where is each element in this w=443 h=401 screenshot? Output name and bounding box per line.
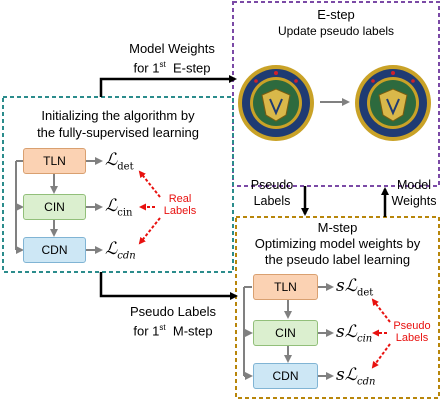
real-labels-annotation: Real Labels xyxy=(163,193,197,217)
pseudo-loss-det: sℒdet xyxy=(336,276,374,299)
pseudo-labels-mstep-label: Pseudo Labels for 1st M-step xyxy=(129,304,216,339)
init-title: Initializing the algorithm by the fully-… xyxy=(37,108,199,140)
mstep-tln-node: TLN xyxy=(253,274,318,300)
init-frame xyxy=(2,96,234,273)
estep-title: E-step xyxy=(317,7,355,22)
down-arrow-label: Pseudo Labels xyxy=(250,178,294,208)
seal-icon xyxy=(238,65,314,141)
seal-icon xyxy=(355,65,431,141)
arrow-to-mstep xyxy=(99,272,238,300)
mstep-frame xyxy=(235,216,440,399)
mstep-cdn-node: CDN xyxy=(253,363,318,389)
pseudo-labels-annotation: Pseudo Labels xyxy=(393,320,431,344)
estep-subtitle: Update pseudo labels xyxy=(277,24,395,38)
up-arrow-label: Model Weights xyxy=(391,178,437,208)
mstep-cin-node: CIN xyxy=(253,320,318,346)
loss-cdn: ℒcdn xyxy=(105,239,136,262)
model-weights-label: Model Weights for 1st E-step xyxy=(129,41,215,76)
loss-det: ℒdet xyxy=(105,150,134,173)
init-cdn-node: CDN xyxy=(23,237,86,263)
estep-frame xyxy=(232,1,440,187)
mstep-title: M-step Optimizing model weights by the p… xyxy=(254,220,421,267)
pseudo-loss-cdn: sℒcdn xyxy=(336,365,376,388)
init-tln-node: TLN xyxy=(23,148,86,174)
init-cin-node: CIN xyxy=(23,194,86,220)
pseudo-loss-cin: sℒcin xyxy=(336,322,373,345)
loss-cin: ℒcin xyxy=(105,196,133,219)
arrow-to-estep xyxy=(99,75,237,97)
